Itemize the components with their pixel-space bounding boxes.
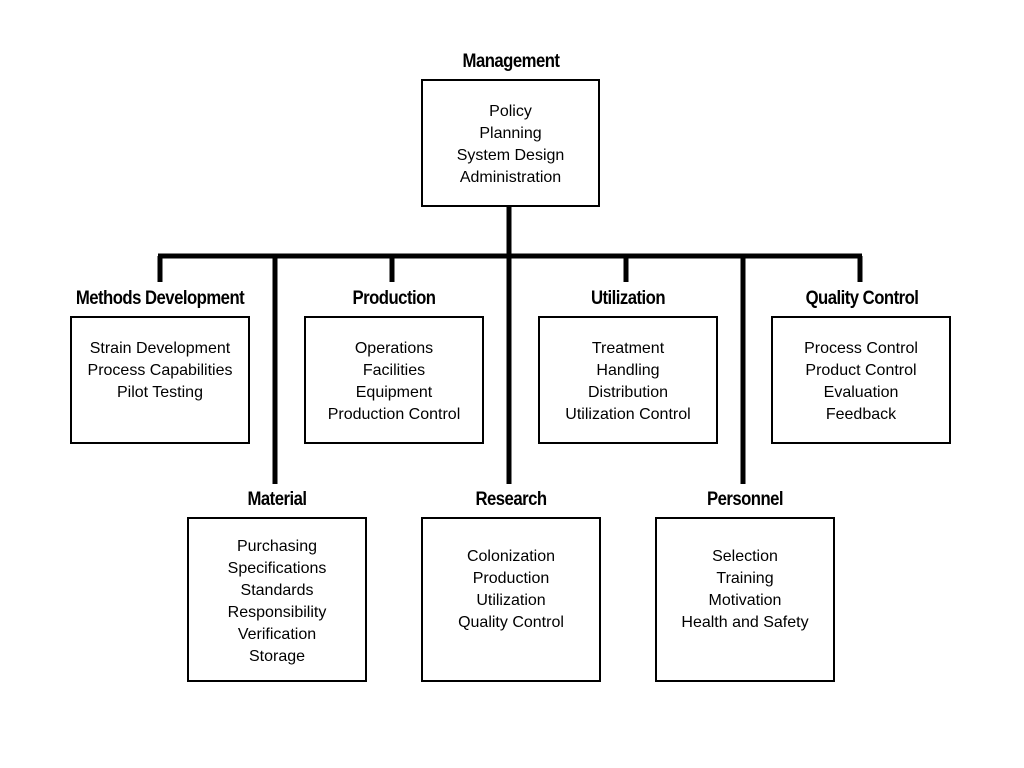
quality-control-item: Evaluation (823, 384, 899, 401)
research-item: Production (472, 570, 550, 587)
production-item: Equipment (355, 384, 433, 401)
production-item: Operations (354, 340, 434, 357)
management-item: Planning (479, 125, 542, 142)
utilization-title: Utilization (590, 288, 666, 309)
quality-control-title: Quality Control (805, 288, 919, 309)
research-item: Colonization (466, 548, 556, 565)
research-box: Colonization Production Utilization Qual… (421, 517, 601, 682)
material-item: Standards (240, 582, 314, 599)
research-heading: Research (471, 489, 552, 511)
utilization-box: Treatment Handling Distribution Utilizat… (538, 316, 718, 444)
management-heading: Management (456, 51, 566, 73)
personnel-heading: Personnel (702, 489, 788, 511)
utilization-item: Treatment (591, 340, 665, 357)
production-box: Operations Facilities Equipment Producti… (304, 316, 484, 444)
utilization-item: Handling (596, 362, 660, 379)
personnel-title: Personnel (706, 489, 784, 510)
production-heading: Production (347, 288, 441, 310)
utilization-item: Distribution (587, 384, 669, 401)
material-item: Verification (237, 626, 317, 643)
utilization-heading: Utilization (586, 288, 670, 310)
material-item: Purchasing (236, 538, 318, 555)
production-item: Facilities (362, 362, 426, 379)
utilization-item: Utilization Control (565, 406, 691, 423)
quality-control-box: Process Control Product Control Evaluati… (771, 316, 951, 444)
methods-development-item: Pilot Testing (117, 384, 203, 401)
material-item: Responsibility (227, 604, 327, 621)
methods-development-item: Strain Development (89, 340, 231, 357)
quality-control-heading: Quality Control (798, 288, 926, 310)
material-item: Specifications (227, 560, 327, 577)
research-title: Research (475, 489, 547, 510)
research-item: Utilization (476, 592, 546, 609)
research-item: Quality Control (458, 614, 564, 631)
management-box: Policy Planning System Design Administra… (421, 79, 600, 207)
material-item: Storage (248, 648, 306, 665)
management-item: Administration (459, 169, 562, 186)
management-item: Policy (489, 103, 532, 120)
personnel-item: Health and Safety (681, 614, 809, 631)
methods-development-title: Methods Development (75, 288, 245, 309)
methods-development-box: Strain Development Process Capabilities … (70, 316, 250, 444)
production-title: Production (352, 288, 436, 309)
material-box: Purchasing Specifications Standards Resp… (187, 517, 367, 682)
management-title: Management (462, 51, 560, 72)
personnel-item: Motivation (708, 592, 782, 609)
personnel-item: Selection (712, 548, 778, 565)
personnel-box: Selection Training Motivation Health and… (655, 517, 835, 682)
personnel-item: Training (716, 570, 774, 587)
production-item: Production Control (327, 406, 461, 423)
management-item: System Design (456, 147, 565, 164)
material-title: Material (247, 489, 308, 510)
quality-control-item: Feedback (825, 406, 897, 423)
quality-control-item: Product Control (805, 362, 917, 379)
methods-development-item: Process Capabilities (87, 362, 233, 379)
material-heading: Material (243, 489, 310, 511)
quality-control-item: Process Control (804, 340, 918, 357)
methods-development-heading: Methods Development (64, 288, 255, 310)
